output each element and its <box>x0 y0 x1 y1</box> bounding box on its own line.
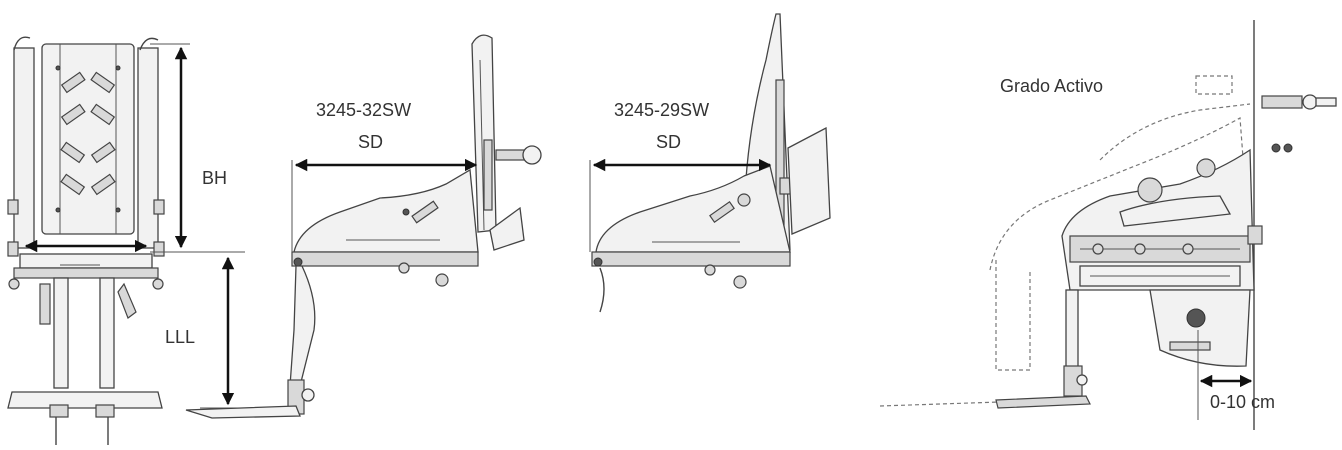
grado-activo-label: Grado Activo <box>1000 76 1103 96</box>
lll-dimension <box>200 256 240 409</box>
bh-dimension <box>150 43 245 253</box>
front-view-chair <box>7 36 165 445</box>
bh-label: BH <box>202 168 227 188</box>
adjust-range-label: 0-10 cm <box>1210 392 1275 412</box>
side-view-29sw <box>589 13 831 313</box>
model-29-label: 3245-29SW <box>614 100 709 120</box>
grado-activo-view <box>879 20 1337 430</box>
model-32-label: 3245-32SW <box>316 100 411 120</box>
side-view-32sw <box>185 34 542 419</box>
lll-label: LLL <box>165 327 195 347</box>
sd-32-label: SD <box>358 132 383 152</box>
sd-29-label: SD <box>656 132 681 152</box>
